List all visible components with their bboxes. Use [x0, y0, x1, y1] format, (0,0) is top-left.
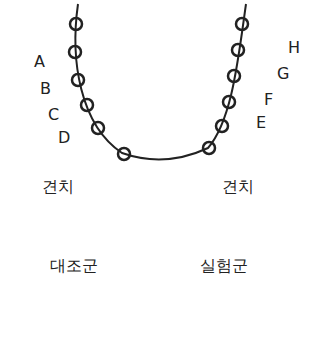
- string-curve: [75, 4, 246, 159]
- tooth-label: 견치: [42, 177, 74, 196]
- bead-letter: E: [256, 113, 266, 132]
- group-label: 대조군: [50, 256, 98, 275]
- tooth-label: 견치: [222, 177, 254, 196]
- bead-letter: A: [34, 52, 45, 71]
- bead-letter: H: [288, 38, 300, 57]
- bead-letter: F: [264, 90, 273, 109]
- bead-letter: B: [40, 79, 51, 98]
- bead-letter: C: [48, 105, 59, 124]
- group-label: 실험군: [200, 256, 248, 275]
- bead-letter: G: [277, 64, 289, 83]
- bead-letter: D: [58, 128, 70, 147]
- beads: [69, 18, 248, 160]
